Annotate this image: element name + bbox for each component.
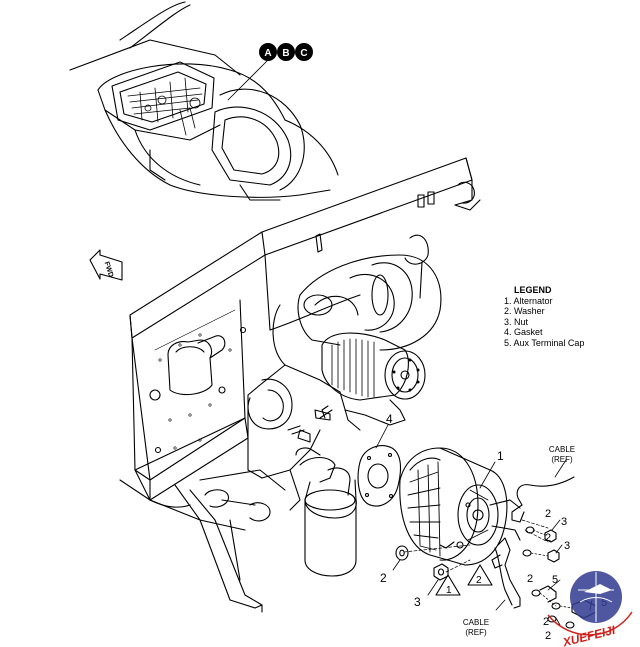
view-markers: A B C bbox=[259, 43, 313, 61]
legend-item-2: 2. Washer bbox=[504, 306, 545, 316]
gasket bbox=[357, 424, 402, 507]
callout-nut-left: 3 bbox=[414, 595, 421, 609]
callout-nut-r2: 3 bbox=[564, 540, 570, 552]
watermark-logo: XUEFEIJI bbox=[547, 571, 633, 647]
hardware-left bbox=[392, 544, 471, 596]
callout-washer-r2: 2 bbox=[545, 532, 551, 544]
marker-b-label: B bbox=[282, 48, 289, 59]
firewall-panel bbox=[129, 157, 481, 501]
callout-washer-r3: 2 bbox=[527, 573, 533, 585]
callout-cap-r1: 5 bbox=[552, 574, 558, 586]
callout-alternator: 1 bbox=[497, 449, 504, 463]
watermark-text: XUEFEIJI bbox=[560, 623, 617, 647]
callout-washer-r4: 2 bbox=[543, 616, 549, 628]
legend-item-5: 5. Aux Terminal Cap bbox=[504, 337, 585, 348]
marker-a bbox=[259, 43, 277, 61]
forward-arrow bbox=[89, 249, 123, 281]
legend: LEGEND 1. Alternator 2. Washer 3. Nut 4.… bbox=[504, 285, 584, 348]
cable-top-line1: CABLE bbox=[549, 445, 575, 454]
cable-top-line2: (REF) bbox=[551, 455, 573, 464]
marker-a-label: A bbox=[264, 48, 271, 59]
callout-washer-r1: 2 bbox=[545, 508, 551, 520]
callout-washer-left: 2 bbox=[380, 571, 387, 585]
legend-title: LEGEND bbox=[514, 285, 552, 295]
alternator bbox=[399, 447, 521, 566]
callout-nut-r1: 3 bbox=[561, 516, 567, 528]
aircraft-locator-view bbox=[69, 1, 339, 201]
cables bbox=[491, 459, 575, 611]
warning-triangles bbox=[435, 564, 493, 596]
legend-item-1: 1. Alternator bbox=[504, 295, 553, 306]
callout-washer-r5: 2 bbox=[545, 630, 551, 642]
legend-item-4: 4. Gasket bbox=[504, 327, 543, 337]
callout-gasket: 4 bbox=[386, 412, 393, 426]
warning-1-label: 1 bbox=[446, 585, 452, 596]
marker-b bbox=[277, 43, 295, 61]
fwd-label: FWD bbox=[103, 261, 115, 278]
warning-2-label: 2 bbox=[476, 575, 482, 586]
callout-labels: 1 4 2 3 1 2 2 3 2 3 2 5 2 5 2 bbox=[380, 412, 607, 642]
marker-c-label: C bbox=[300, 48, 307, 59]
cable-bottom-line2: (REF) bbox=[465, 628, 487, 637]
engine-assembly bbox=[119, 254, 442, 613]
legend-item-3: 3. Nut bbox=[504, 316, 529, 327]
cable-labels: CABLE (REF) CABLE (REF) bbox=[463, 445, 575, 637]
marker-c bbox=[295, 43, 313, 61]
cable-bottom-line1: CABLE bbox=[463, 618, 489, 627]
